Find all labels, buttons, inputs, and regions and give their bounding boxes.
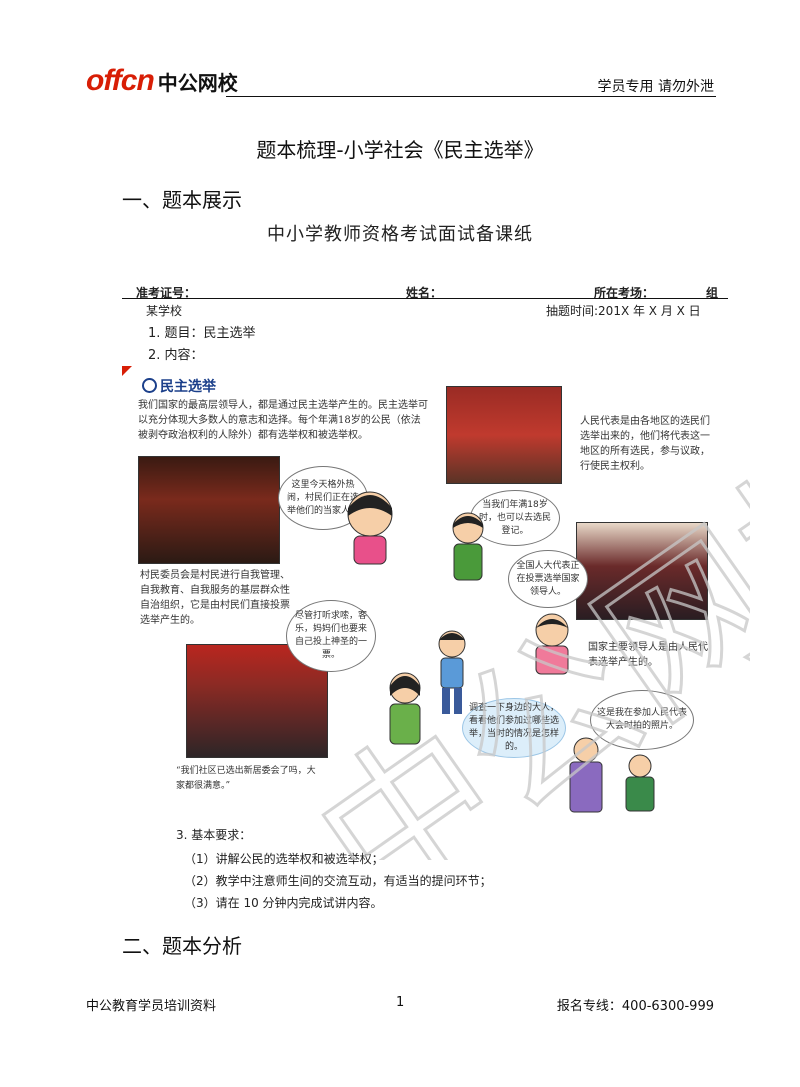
cartoon-girl-3-illustration — [389, 672, 421, 745]
offcn-logo: offcn 中公网校 — [86, 64, 238, 98]
requirement-item: （1）讲解公民的选举权和被选举权； — [184, 852, 384, 866]
caption-community: “我们社区已选出新居委会了吗，大家都很满意。” — [176, 766, 316, 791]
cartoon-adult-child-illustration — [569, 737, 655, 813]
cartoon-boy-illustration — [452, 512, 484, 581]
page-corner-mark — [122, 366, 132, 376]
question-content-label: 2. 内容： — [148, 348, 204, 363]
venue-label: 所在考场： — [594, 286, 655, 300]
admission-number-label: 准考证号： — [136, 286, 197, 300]
badge-label: 民主选举 — [160, 379, 216, 395]
question-topic: 1. 题目：民主选举 — [148, 326, 256, 341]
cartoon-boy-2-illustration — [438, 630, 466, 714]
requirement-item: （3）请在 10 分钟内完成试讲内容。 — [184, 896, 383, 910]
section-heading-analysis: 二、题本分析 — [122, 934, 242, 958]
exam-info-bar: 准考证号： 姓名： 所在考场： 组 — [122, 284, 728, 300]
logo-text-en: offcn — [86, 64, 155, 97]
section-heading-display: 一、题本展示 — [122, 188, 242, 212]
textbook-section-badge: 民主选举 — [142, 376, 216, 396]
cartoon-girl-2-illustration — [535, 613, 569, 675]
footer-left: 中公教育学员培训资料 — [86, 999, 217, 1014]
name-label: 姓名： — [406, 286, 443, 300]
requirements-label: 3. 基本要求： — [176, 828, 252, 842]
cartoon-girl-illustration — [347, 491, 393, 565]
photo-voters — [446, 386, 562, 484]
speech-bubble-6: 这是我在参加人民代表大会时拍的照片。 — [590, 690, 694, 750]
page-title: 题本梳理-小学社会《民主选举》 — [256, 138, 544, 162]
school-name: 某学校 — [146, 304, 183, 318]
logo-text-cn: 中公网校 — [157, 71, 238, 95]
photo-npc-vote — [576, 522, 708, 620]
speech-bubble-3: 全国人大代表正在投票选举国家领导人。 — [508, 550, 588, 608]
badge-circle-icon — [142, 378, 157, 393]
caption-leaders: 国家主要领导人是由人民代表选举产生的。 — [588, 642, 708, 668]
caption-deputies: 人民代表是由各地区的选民们选举出来的，他们将代表这一地区的所有选民，参与议政，行… — [580, 416, 710, 472]
header-notice: 学员专用 请勿外泄 — [597, 79, 714, 95]
caption-village: 村民委员会是村民进行自我管理、自我教育、自我服务的基层群众性自治组织，它是由村民… — [140, 570, 290, 626]
info-divider — [122, 298, 728, 299]
page-number: 1 — [396, 995, 405, 1010]
speech-bubble-2: 当我们年满18岁时，也可以去选民登记。 — [470, 490, 560, 546]
exam-paper-title: 中小学教师资格考试面试备课纸 — [267, 224, 533, 245]
speech-bubble-4: 尽管打听求嗦，客乐，妈妈们也要来自己投上神圣的一票。 — [286, 600, 376, 672]
group-label: 组 — [706, 286, 719, 300]
speech-bubble-5: 调查一下身边的大人，看看他们参加过哪些选举，当时的情况是怎样的。 — [462, 698, 566, 758]
requirement-item: （2）教学中注意师生间的交流互动，有适当的提问环节； — [184, 874, 492, 888]
textbook-intro: 我们国家的最高层领导人，都是通过民主选举产生的。民主选举可以充分体现大多数人的意… — [138, 400, 428, 441]
footer-hotline: 报名专线：400-6300-999 — [556, 999, 714, 1014]
photo-village-election — [138, 456, 280, 564]
header-divider — [226, 96, 716, 97]
draw-time: 抽题时间:201X 年 X 月 X 日 — [546, 304, 701, 318]
